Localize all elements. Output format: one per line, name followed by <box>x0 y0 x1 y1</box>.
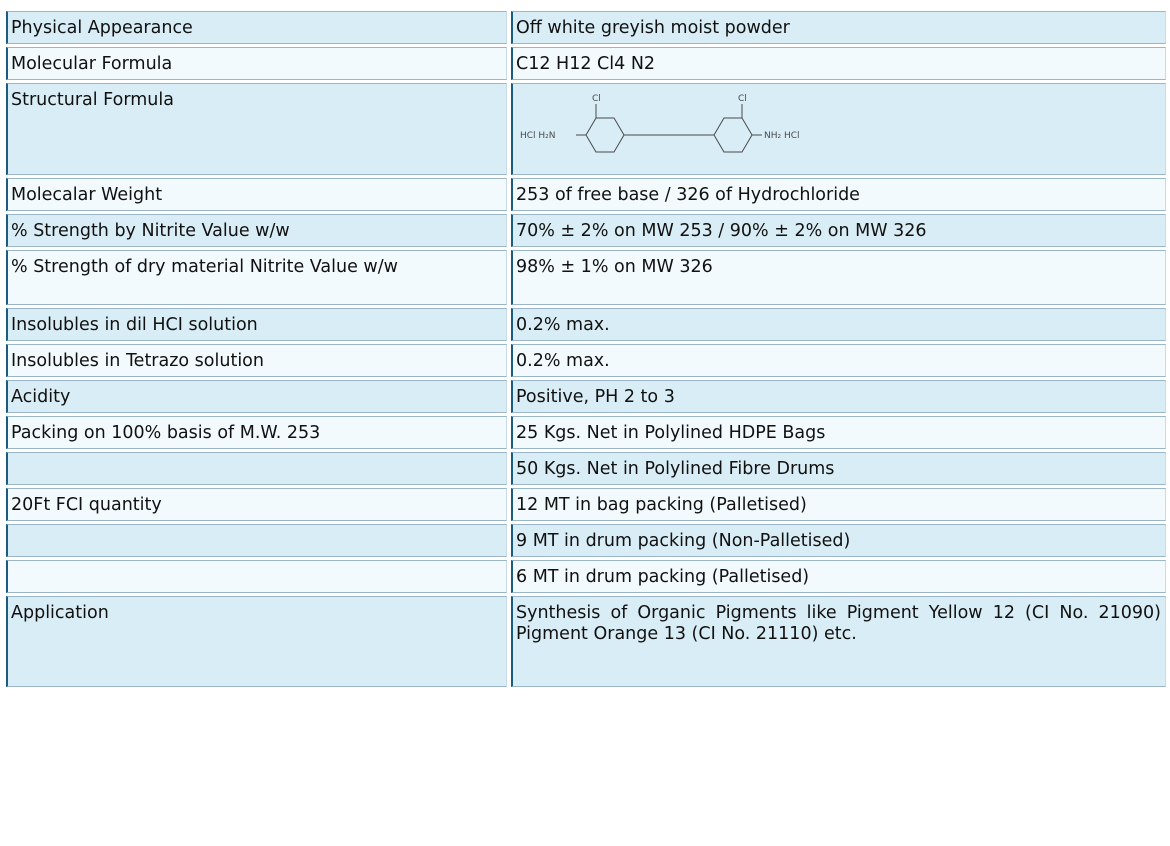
table-row: 6 MT in drum packing (Palletised) <box>6 560 1166 593</box>
spec-value: 98% ± 1% on MW 326 <box>511 250 1166 305</box>
spec-value: Off white greyish moist powder <box>511 11 1166 44</box>
table-row: 20Ft FCI quantity 12 MT in bag packing (… <box>6 488 1166 521</box>
right-cl-label: Cl <box>738 94 747 104</box>
spec-label: % Strength by Nitrite Value w/w <box>6 214 507 247</box>
spec-label: Application <box>6 596 507 687</box>
table-row: 50 Kgs. Net in Polylined Fibre Drums <box>6 452 1166 485</box>
structural-formula-cell: Cl Cl HCl H₂N NH₂ HCl <box>511 83 1166 175</box>
table-row: Molecular Formula C12 H12 Cl4 N2 <box>6 47 1166 80</box>
spec-label: Molecular Formula <box>6 47 507 80</box>
spec-label <box>6 560 507 593</box>
left-cl-label: Cl <box>592 94 601 104</box>
spec-value: 0.2% max. <box>511 344 1166 377</box>
spec-label: Molecalar Weight <box>6 178 507 211</box>
table-row: Physical Appearance Off white greyish mo… <box>6 11 1166 44</box>
spec-value: 9 MT in drum packing (Non-Palletised) <box>511 524 1166 557</box>
left-ring-shape <box>585 117 625 153</box>
right-substituent-label: NH₂ HCl <box>764 131 800 141</box>
spec-label: Acidity <box>6 380 507 413</box>
spec-value: Synthesis of Organic Pigments like Pigme… <box>511 596 1166 687</box>
spec-value: 253 of free base / 326 of Hydrochloride <box>511 178 1166 211</box>
structural-formula-diagram: Cl Cl HCl H₂N NH₂ HCl <box>520 94 800 153</box>
spec-label: 20Ft FCI quantity <box>6 488 507 521</box>
table-row: Insolubles in Tetrazo solution 0.2% max. <box>6 344 1166 377</box>
spec-value: 70% ± 2% on MW 253 / 90% ± 2% on MW 326 <box>511 214 1166 247</box>
table-row: % Strength by Nitrite Value w/w 70% ± 2%… <box>6 214 1166 247</box>
right-ring-shape <box>713 117 753 153</box>
spec-label <box>6 452 507 485</box>
spec-value: C12 H12 Cl4 N2 <box>511 47 1166 80</box>
spec-label: % Strength of dry material Nitrite Value… <box>6 250 507 305</box>
spec-label <box>6 524 507 557</box>
spec-label: Insolubles in Tetrazo solution <box>6 344 507 377</box>
spec-label: Packing on 100% basis of M.W. 253 <box>6 416 507 449</box>
table-row: Structural Formula <box>6 83 1166 175</box>
spec-value: 25 Kgs. Net in Polylined HDPE Bags <box>511 416 1166 449</box>
specification-table: Physical Appearance Off white greyish mo… <box>2 8 1170 690</box>
spec-value: 0.2% max. <box>511 308 1166 341</box>
spec-value: Positive, PH 2 to 3 <box>511 380 1166 413</box>
spec-label: Structural Formula <box>6 83 507 175</box>
table-row: 9 MT in drum packing (Non-Palletised) <box>6 524 1166 557</box>
table-row: Acidity Positive, PH 2 to 3 <box>6 380 1166 413</box>
table-row: Molecalar Weight 253 of free base / 326 … <box>6 178 1166 211</box>
table-row: % Strength of dry material Nitrite Value… <box>6 250 1166 305</box>
spec-label: Insolubles in dil HCI solution <box>6 308 507 341</box>
spec-value: 12 MT in bag packing (Palletised) <box>511 488 1166 521</box>
spec-label: Physical Appearance <box>6 11 507 44</box>
left-substituent-label: HCl H₂N <box>520 131 556 141</box>
table-row: Insolubles in dil HCI solution 0.2% max. <box>6 308 1166 341</box>
table-row: Packing on 100% basis of M.W. 253 25 Kgs… <box>6 416 1166 449</box>
spec-value: 6 MT in drum packing (Palletised) <box>511 560 1166 593</box>
table-row: Application Synthesis of Organic Pigment… <box>6 596 1166 687</box>
spec-value: 50 Kgs. Net in Polylined Fibre Drums <box>511 452 1166 485</box>
